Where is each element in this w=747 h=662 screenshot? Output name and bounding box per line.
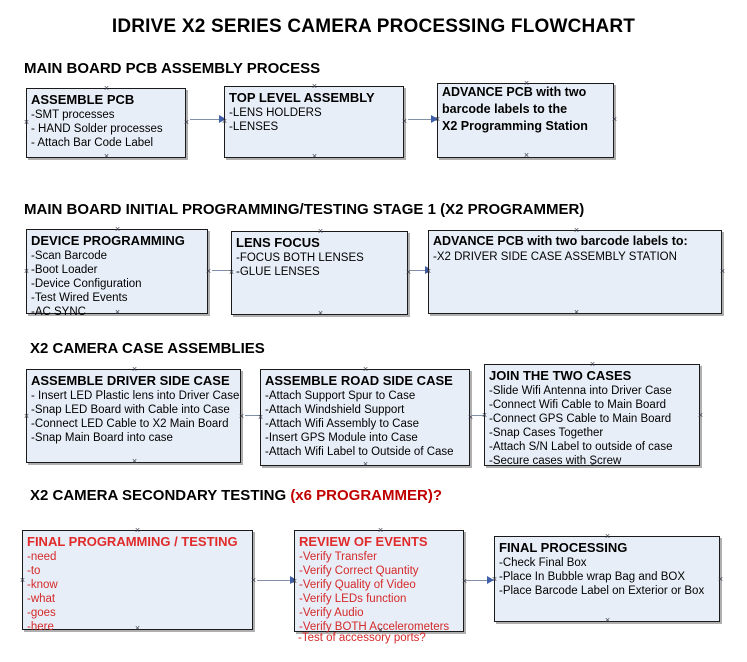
- box-advance-pcb-driver-station[interactable]: ADVANCE PCB with two barcode labels to: …: [428, 230, 722, 314]
- box-advance-pcb-programming-station-line-2: barcode labels to the: [442, 102, 568, 116]
- box-final-programming-testing-line-4: -what: [27, 593, 56, 605]
- box-assemble-driver-side-case-line-4: -Snap Main Board into case: [31, 432, 173, 444]
- section-header-case-assemblies: X2 CAMERA CASE ASSEMBLIES: [30, 340, 265, 357]
- section-header-secondary-testing-label: X2 CAMERA SECONDARY TESTING: [30, 487, 291, 504]
- box-assemble-driver-side-case-line-3: -Connect LED Cable to X2 Main Board: [31, 418, 229, 430]
- box-top-level-assembly[interactable]: TOP LEVEL ASSEMBLY -LENS HOLDERS -LENSES: [224, 86, 404, 158]
- box-assemble-road-side-case-line-3: -Attach Wifi Assembly to Case: [265, 418, 420, 430]
- box-device-programming-line-1: -Scan Barcode: [31, 250, 108, 262]
- box-review-of-events-line-2: -Verify Correct Quantity: [299, 565, 419, 577]
- box-join-the-two-cases-line-6: -Secure cases with Screw: [489, 455, 622, 467]
- handle-bottom-icon: [573, 309, 580, 316]
- handle-bottom-icon: [317, 310, 324, 317]
- handle-right-icon: [719, 268, 726, 275]
- page-title: IDRIVE X2 SERIES CAMERA PROCESSING FLOWC…: [111, 16, 636, 37]
- box-advance-pcb-driver-station-line-1: -X2 DRIVER SIDE CASE ASSEMBLY STATION: [433, 251, 677, 263]
- box-advance-pcb-programming-station-line-1: ADVANCE PCB with two: [442, 85, 587, 99]
- box-final-processing-line-2: -Place In Bubble wrap Bag and BOX: [499, 571, 686, 583]
- box-join-the-two-cases-line-2: -Connect Wifi Cable to Main Board: [489, 399, 667, 411]
- arrow-pcb-to-toplevel: [190, 115, 226, 124]
- box-assemble-road-side-case-line-2: -Attach Windshield Support: [265, 404, 405, 416]
- box-final-processing-line-3: -Place Barcode Label on Exterior or Box: [499, 585, 705, 597]
- handle-bottom-icon: [523, 152, 530, 159]
- box-assemble-road-side-case-line-1: -Attach Support Spur to Case: [265, 390, 416, 402]
- handle-bottom-icon: [362, 461, 369, 468]
- section-header-secondary-testing-accent: (x6 PROGRAMMER)?: [290, 487, 442, 504]
- box-join-the-two-cases-line-5: -Attach S/N Label to outside of case: [489, 441, 673, 453]
- box-assemble-pcb-line-2: - HAND Solder processes: [31, 123, 163, 135]
- box-review-of-events-title: REVIEW OF EVENTS: [299, 534, 428, 549]
- box-device-programming-title: DEVICE PROGRAMMING: [31, 233, 185, 248]
- box-final-programming-testing-title: FINAL PROGRAMMING / TESTING: [27, 534, 238, 549]
- section-header-pcb-assembly: MAIN BOARD PCB ASSEMBLY PROCESS: [24, 60, 321, 77]
- box-device-programming-line-4: -Test Wired Events: [31, 292, 128, 304]
- box-join-the-two-cases-title: JOIN THE TWO CASES: [489, 368, 632, 383]
- box-advance-pcb-driver-station-title: ADVANCE PCB with two barcode labels to:: [433, 234, 688, 248]
- box-review-of-events-line-5: -Verify Audio: [299, 607, 364, 619]
- box-review-of-events-line-3: -Verify Quality of Video: [299, 579, 416, 591]
- box-final-programming-testing-line-5: -goes: [27, 607, 56, 619]
- box-final-processing[interactable]: FINAL PROCESSING -Check Final Box -Place…: [494, 536, 720, 622]
- box-review-of-events-line-1: -Verify Transfer: [299, 551, 377, 563]
- box-join-the-two-cases[interactable]: JOIN THE TWO CASES -Slide Wifi Antenna i…: [484, 364, 700, 467]
- box-join-the-two-cases-line-4: -Snap Cases Together: [489, 427, 604, 439]
- box-assemble-driver-side-case[interactable]: ASSEMBLE DRIVER SIDE CASE - Insert LED P…: [26, 369, 241, 463]
- box-assemble-pcb-line-1: -SMT processes: [31, 109, 115, 121]
- arrow-finalprog-to-review: [257, 576, 297, 585]
- box-advance-pcb-programming-station[interactable]: ADVANCE PCB with two barcode labels to t…: [437, 83, 614, 158]
- box-lens-focus-line-1: -FOCUS BOTH LENSES: [236, 252, 364, 264]
- box-review-of-events[interactable]: REVIEW OF EVENTS -Verify Transfer -Verif…: [294, 530, 464, 633]
- box-assemble-road-side-case-line-4: -Insert GPS Module into Case: [265, 432, 418, 444]
- arrow-toplevel-to-advance: [408, 115, 438, 124]
- box-lens-focus[interactable]: LENS FOCUS -FOCUS BOTH LENSES -GLUE LENS…: [231, 231, 408, 315]
- box-device-programming-line-3: -Device Configuration: [31, 278, 142, 290]
- box-assemble-driver-side-case-title: ASSEMBLE DRIVER SIDE CASE: [31, 373, 230, 388]
- box-device-programming[interactable]: DEVICE PROGRAMMING -Scan Barcode -Boot L…: [26, 229, 208, 318]
- box-review-of-events-line-6: -Verify BOTH Accelerometers: [299, 621, 450, 633]
- box-assemble-driver-side-case-line-1: - Insert LED Plastic lens into Driver Ca…: [31, 390, 240, 402]
- box-top-level-assembly-line-1: -LENS HOLDERS: [229, 107, 322, 119]
- box-top-level-assembly-title: TOP LEVEL ASSEMBLY: [229, 90, 375, 105]
- box-review-of-events-line-4: -Verify LEDs function: [299, 593, 407, 605]
- section-header-initial-programming: MAIN BOARD INITIAL PROGRAMMING/TESTING S…: [24, 201, 585, 218]
- handle-bottom-icon: [131, 458, 138, 465]
- box-join-the-two-cases-line-1: -Slide Wifi Antenna into Driver Case: [489, 385, 672, 397]
- box-final-processing-line-1: -Check Final Box: [499, 557, 587, 569]
- handle-bottom-icon: [103, 153, 110, 160]
- box-final-programming-testing[interactable]: FINAL PROGRAMMING / TESTING -need -to -k…: [22, 530, 253, 633]
- box-assemble-pcb-line-3: - Attach Bar Code Label: [31, 137, 154, 149]
- box-advance-pcb-programming-station-line-3: X2 Programming Station: [442, 119, 588, 133]
- box-assemble-road-side-case-title: ASSEMBLE ROAD SIDE CASE: [265, 373, 453, 388]
- box-join-the-two-cases-line-3: -Connect GPS Cable to Main Board: [489, 413, 672, 425]
- box-final-programming-testing-line-1: -need: [27, 551, 57, 563]
- box-assemble-pcb[interactable]: ASSEMBLE PCB -SMT processes - HAND Solde…: [26, 88, 186, 158]
- box-lens-focus-line-2: -GLUE LENSES: [236, 266, 320, 278]
- arrow-review-to-finalprocessing: [466, 576, 494, 585]
- box-top-level-assembly-line-2: -LENSES: [229, 121, 279, 133]
- box-assemble-road-side-case-line-5: -Attach Wifi Label to Outside of Case: [265, 446, 454, 458]
- section-header-secondary-testing: X2 CAMERA SECONDARY TESTING (x6 PROGRAMM…: [30, 487, 442, 504]
- box-assemble-driver-side-case-line-2: -Snap LED Board with Cable into Case: [31, 404, 230, 416]
- handle-bottom-icon: [311, 153, 318, 160]
- handle-bottom-icon: [604, 617, 611, 624]
- box-final-programming-testing-line-3: -know: [27, 579, 58, 591]
- box-review-of-events-overflow-line: -Test of accessory ports?: [298, 632, 426, 644]
- box-device-programming-line-2: -Boot Loader: [31, 264, 98, 276]
- box-final-programming-testing-line-6: -here: [27, 621, 54, 633]
- box-assemble-road-side-case[interactable]: ASSEMBLE ROAD SIDE CASE -Attach Support …: [260, 369, 470, 466]
- box-device-programming-line-5: -AC SYNC: [31, 306, 86, 318]
- box-lens-focus-title: LENS FOCUS: [236, 235, 320, 250]
- box-final-processing-title: FINAL PROCESSING: [499, 540, 628, 555]
- box-assemble-pcb-title: ASSEMBLE PCB: [31, 92, 135, 107]
- box-final-programming-testing-line-2: -to: [27, 565, 41, 577]
